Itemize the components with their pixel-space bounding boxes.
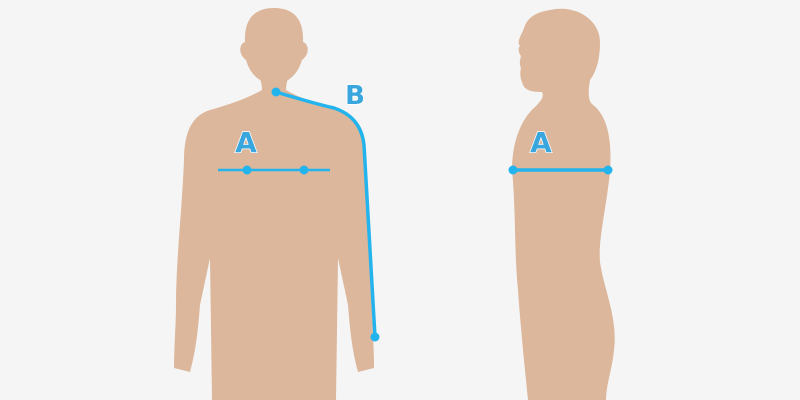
side-chest-dot-left xyxy=(508,165,518,175)
front-sleeve-measure xyxy=(271,87,380,342)
sleeve-start-dot xyxy=(271,87,281,97)
front-chest-dot-left xyxy=(242,165,252,175)
side-chest-dot-right xyxy=(603,165,613,175)
front-head xyxy=(240,8,308,84)
sleeve-end-dot xyxy=(370,332,380,342)
front-body-silhouette xyxy=(174,62,374,400)
front-figure xyxy=(174,8,374,400)
side-silhouette xyxy=(512,8,615,400)
side-chest-label: A xyxy=(530,126,552,159)
sleeve-label: B xyxy=(345,81,365,111)
side-chest-measure xyxy=(508,165,613,175)
side-figure xyxy=(512,8,615,400)
sleeve-length-line xyxy=(274,90,377,339)
front-chest-label: A xyxy=(235,126,257,159)
front-chest-dot-right xyxy=(299,165,309,175)
front-chest-measure xyxy=(218,165,330,175)
